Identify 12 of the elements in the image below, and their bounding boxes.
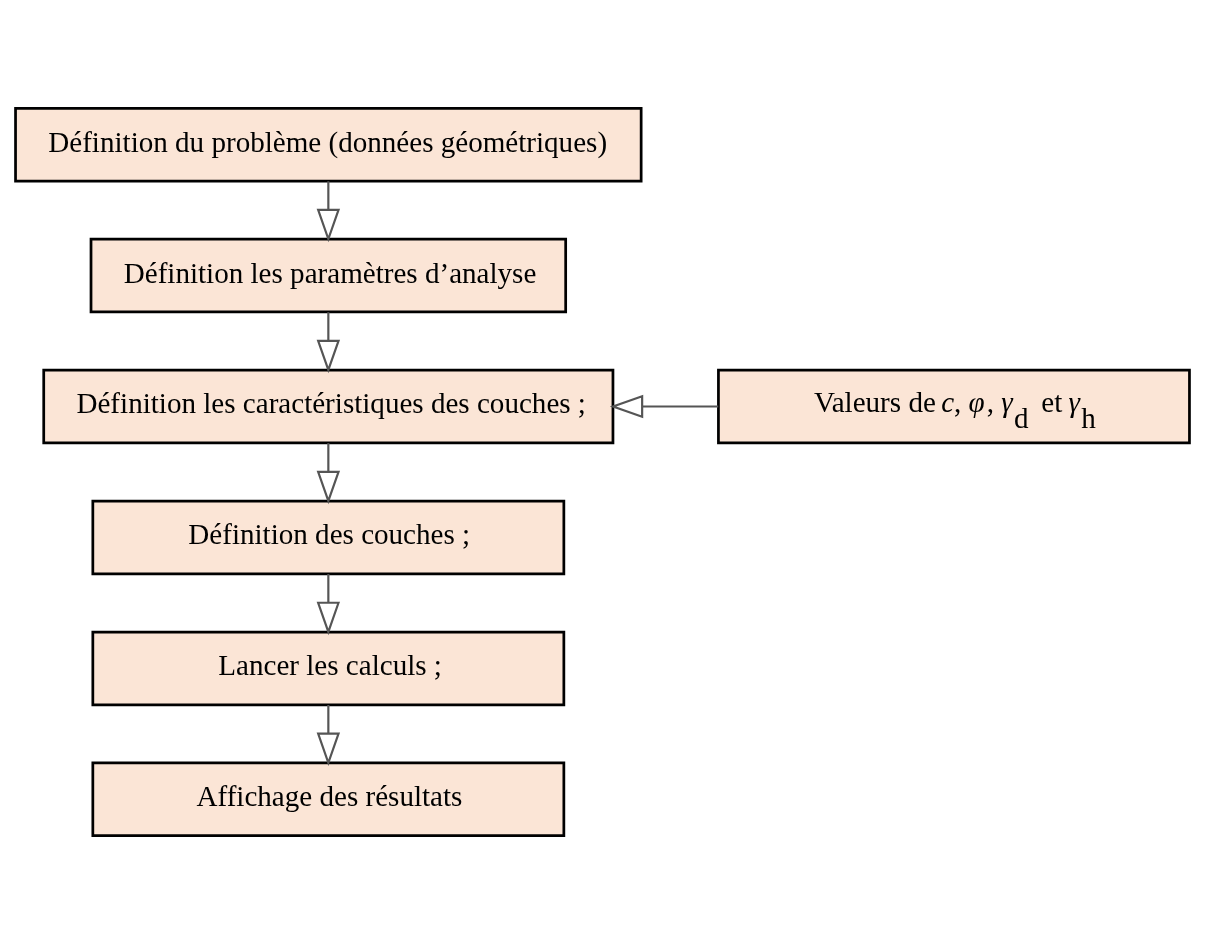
node-box: Définition du problème (données géométriques) — [14, 106, 643, 183]
arrow — [316, 312, 341, 374]
arrow — [316, 181, 341, 243]
arrow — [316, 443, 341, 505]
node-box: Lancer les calculs ; — [91, 630, 566, 707]
arrow — [316, 574, 341, 636]
node-box: Définition des couches ; — [91, 499, 566, 576]
node-box: Définition les paramètres d’analyse — [89, 237, 568, 314]
node-box: Affichage des résultats — [91, 761, 566, 838]
node-box: Définition les caractéristiques des couches ; — [42, 368, 615, 445]
arrow — [316, 705, 341, 767]
arrow — [609, 394, 719, 419]
